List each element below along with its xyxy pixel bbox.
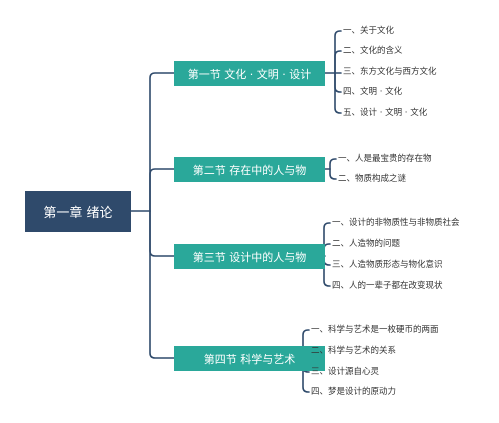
- leaf-connector-2-1: [329, 158, 337, 170]
- leaf-connector-1-1: [334, 30, 342, 74]
- leaf-4-1[interactable]: 一、科学与艺术是一枚硬币的两面: [311, 325, 439, 335]
- leaf-connector-1-2: [334, 50, 342, 74]
- leaf-connector-1-5: [334, 72, 342, 114]
- section-connector-3: [149, 210, 175, 257]
- leaf-4-4[interactable]: 四、梦是设计的原动力: [311, 387, 397, 397]
- leaf-1-5[interactable]: 五、设计 · 文明 · 文化: [343, 108, 428, 118]
- leaf-connector-3-4: [323, 255, 331, 287]
- leaf-3-3[interactable]: 三、人造物质形态与物化意识: [332, 260, 443, 270]
- leaf-connector-4-1: [302, 329, 310, 359]
- leaf-3-2[interactable]: 二、人造物的问题: [332, 239, 401, 249]
- leaf-2-2[interactable]: 二、物质构成之谜: [338, 174, 407, 184]
- leaf-4-3[interactable]: 三、设计源自心灵: [311, 367, 380, 377]
- root-node[interactable]: 第一章 绪论: [25, 191, 131, 232]
- leaf-1-1[interactable]: 一、关于文化: [343, 26, 395, 36]
- leaf-2-1[interactable]: 一、人是最宝贵的存在物: [338, 154, 432, 164]
- section-node-2[interactable]: 第二节 存在中的人与物: [174, 157, 325, 182]
- section-connector-1: [149, 72, 175, 212]
- leaf-1-4[interactable]: 四、文明 · 文化: [343, 87, 403, 97]
- section-node-3[interactable]: 第三节 设计中的人与物: [174, 244, 325, 269]
- leaf-connector-3-1: [323, 222, 331, 257]
- leaf-1-3[interactable]: 三、东方文化与西方文化: [343, 67, 437, 77]
- leaf-4-2[interactable]: 二、科学与艺术的关系: [311, 346, 397, 356]
- leaf-connector-2-2: [329, 168, 337, 180]
- section-connector-4: [149, 210, 175, 359]
- leaf-3-4[interactable]: 四、人的一辈子都在改变现状: [332, 281, 443, 291]
- section-connector-2: [149, 168, 175, 212]
- leaf-connector-4-4: [302, 357, 310, 393]
- leaf-connector-1-4: [334, 72, 342, 93]
- leaf-3-1[interactable]: 一、设计的非物质性与非物质社会: [332, 218, 460, 228]
- leaf-1-2[interactable]: 二、文化的含义: [343, 46, 403, 56]
- section-node-1[interactable]: 第一节 文化 · 文明 · 设计: [174, 61, 325, 86]
- section-node-4[interactable]: 第四节 科学与艺术: [174, 346, 325, 371]
